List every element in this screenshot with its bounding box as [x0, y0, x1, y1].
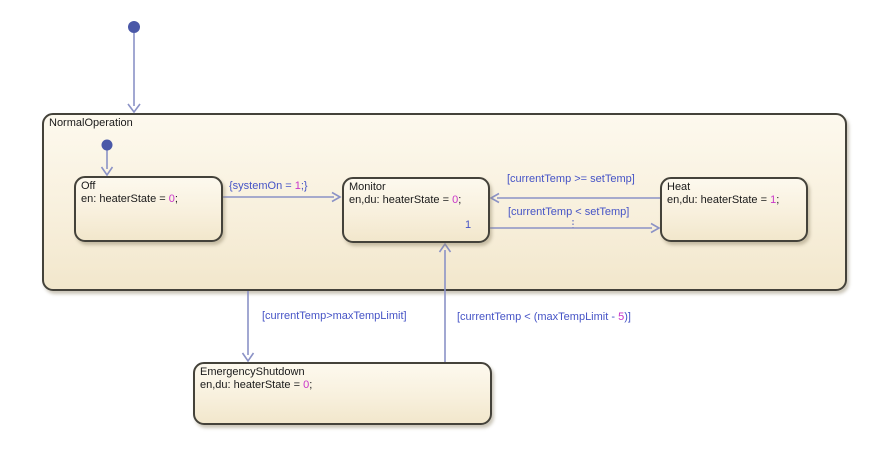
state-off[interactable]: Off en: heaterState = 0;: [74, 176, 223, 242]
state-emergencyshutdown[interactable]: EmergencyShutdown en,du: heaterState = 0…: [193, 362, 492, 425]
state-heat[interactable]: Heat en,du: heaterState = 1;: [660, 177, 808, 242]
inner-initial-dot[interactable]: [101, 139, 113, 151]
arrowhead-right-icon: [650, 222, 661, 234]
arrowhead-down-icon: [127, 103, 141, 114]
transition-priority-number[interactable]: 1: [465, 219, 472, 231]
arrowhead-right-icon: [331, 191, 342, 203]
state-title: EmergencyShutdown: [200, 366, 305, 378]
state-title: Off: [81, 180, 96, 192]
state-monitor[interactable]: Monitor en,du: heaterState = 0;: [342, 177, 490, 243]
arrowhead-left-icon: [489, 192, 500, 204]
arrowhead-up-icon: [438, 242, 452, 253]
transition-label-temp-lt-settemp[interactable]: [currentTemp < setTemp]: [508, 206, 630, 218]
transition-label-recover[interactable]: [currentTemp < (maxTempLimit - 5)]: [457, 311, 631, 323]
state-title: NormalOperation: [49, 117, 133, 129]
state-title: Monitor: [349, 181, 386, 193]
arrowhead-down-icon: [241, 352, 255, 363]
transition-label-temp-ge-settemp[interactable]: [currentTemp >= setTemp]: [507, 173, 635, 185]
state-action: en,du: heaterState = 0;: [200, 379, 313, 391]
initial-dot[interactable]: [128, 21, 140, 33]
state-action: en,du: heaterState = 1;: [667, 194, 780, 206]
arrowhead-down-icon: [100, 166, 114, 177]
transition-label-over-maxtemplimit[interactable]: [currentTemp>maxTempLimit]: [262, 310, 407, 322]
transition-label-systemon[interactable]: {systemOn = 1;}: [229, 180, 308, 192]
state-title: Heat: [667, 181, 691, 193]
state-action: en,du: heaterState = 0;: [349, 194, 462, 206]
state-action: en: heaterState = 0;: [81, 193, 178, 205]
